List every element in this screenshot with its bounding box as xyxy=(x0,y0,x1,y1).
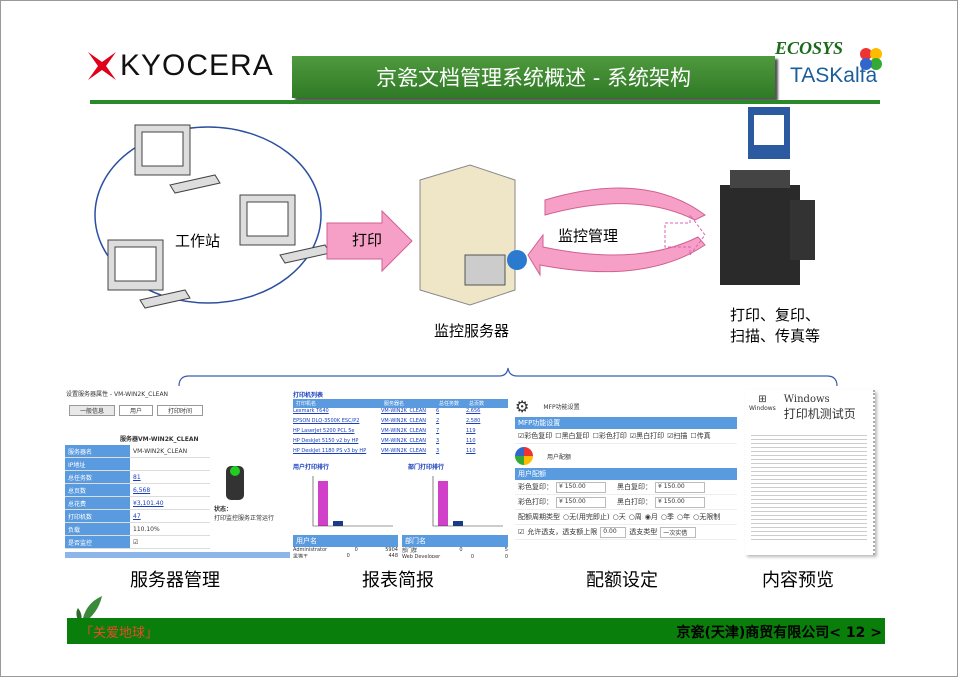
gear-icon: ⚙ xyxy=(515,396,530,416)
slogan: 「关爱地球」 xyxy=(80,626,159,641)
server-row: 是否监控☑ xyxy=(65,536,210,549)
software-box-icon xyxy=(748,107,790,159)
bw-print-input[interactable]: ¥ 150.00 xyxy=(655,496,705,508)
color-copy-input[interactable]: ¥ 150.00 xyxy=(556,481,606,493)
overdraft-input[interactable]: 0.00 xyxy=(600,526,627,538)
server-row: IP地址 xyxy=(65,458,210,471)
pinwheel-icon xyxy=(860,48,882,70)
func-checkbox[interactable]: ☑黑白打印 xyxy=(629,432,665,440)
server-management-screenshot: 设置服务器属性 - VM-WIN2K_CLEAN 一般信息 用户 打印时间 服务… xyxy=(65,388,290,558)
quota-screenshot: ⚙MFP功能设置 MFP功能设置 ☑彩色复印☐黑白复印☐彩色打印☑黑白打印☑扫描… xyxy=(515,395,737,550)
caption-quota: 配额设定 xyxy=(586,570,658,591)
server-label: 监控服务器 xyxy=(434,322,510,340)
footer-bar xyxy=(67,618,885,644)
brace xyxy=(178,367,838,387)
func-checkbox[interactable]: ☑扫描 xyxy=(667,432,688,440)
architecture-diagram xyxy=(94,107,815,309)
workstation-icon xyxy=(107,124,331,309)
period-radio[interactable]: ○周 xyxy=(628,513,642,521)
period-radio[interactable]: ○年 xyxy=(677,513,691,521)
tab-general[interactable]: 一般信息 xyxy=(69,405,116,416)
server-icon xyxy=(419,164,527,306)
monitor-arrow-label: 监控管理 xyxy=(558,227,619,245)
page-title: 京瓷文档管理系统概述 - 系统架构 xyxy=(292,56,775,98)
kyocera-logo: KYOCERA xyxy=(88,49,274,82)
dashed-arrow xyxy=(664,213,706,257)
print-arrow-label: 打印 xyxy=(352,231,383,249)
pie-icon xyxy=(515,447,533,465)
caption-preview: 内容预览 xyxy=(762,570,834,591)
caption-report: 报表简报 xyxy=(362,570,434,591)
func-checkbox[interactable]: ☐传真 xyxy=(690,432,711,440)
server-row: 总花费¥3,101.40 xyxy=(65,497,210,510)
ecosys-logo: ECOSYS xyxy=(775,38,844,58)
print-arrow xyxy=(326,209,413,273)
devices-label: 打印、复印、扫描、传真等 xyxy=(730,306,821,345)
monitor-arrow xyxy=(544,187,706,221)
color-print-input[interactable]: ¥ 150.00 xyxy=(556,496,606,508)
workstation-label: 工作站 xyxy=(175,232,221,250)
overdraft-type-select[interactable]: 一次实借 xyxy=(660,526,697,538)
caption-server: 服务器管理 xyxy=(130,570,220,591)
page-number: < 12 > xyxy=(829,625,882,641)
func-checkbox[interactable]: ☑彩色复印 xyxy=(518,432,553,440)
header-divider xyxy=(90,100,880,104)
period-radio[interactable]: ○无(用完即止) xyxy=(563,513,610,521)
period-radio[interactable]: ◉月 xyxy=(644,513,658,521)
period-radio[interactable]: ○天 xyxy=(612,513,626,521)
period-radio[interactable]: ○季 xyxy=(660,513,675,521)
traffic-light-icon xyxy=(226,466,244,500)
mfp-printer-icon xyxy=(720,170,815,285)
func-checkbox[interactable]: ☐黑白复印 xyxy=(555,432,590,440)
windows-logo-icon: ⊞ xyxy=(758,394,767,405)
status-text: 打印监控服务正常运行 xyxy=(214,515,275,522)
tab-print-time[interactable]: 打印时间 xyxy=(157,405,204,416)
kyocera-mark-icon xyxy=(88,52,116,80)
report-bar-charts xyxy=(312,476,503,527)
tab-users[interactable]: 用户 xyxy=(119,405,154,416)
taskalfa-logo: TASKalfa xyxy=(790,64,878,87)
footer-company: 京瓷(天津)商贸有限公司< 12 > xyxy=(676,625,883,641)
bw-copy-input[interactable]: ¥ 150.00 xyxy=(655,481,705,493)
period-radio[interactable]: ○无限制 xyxy=(693,513,721,521)
func-checkbox[interactable]: ☐彩色打印 xyxy=(592,432,627,440)
